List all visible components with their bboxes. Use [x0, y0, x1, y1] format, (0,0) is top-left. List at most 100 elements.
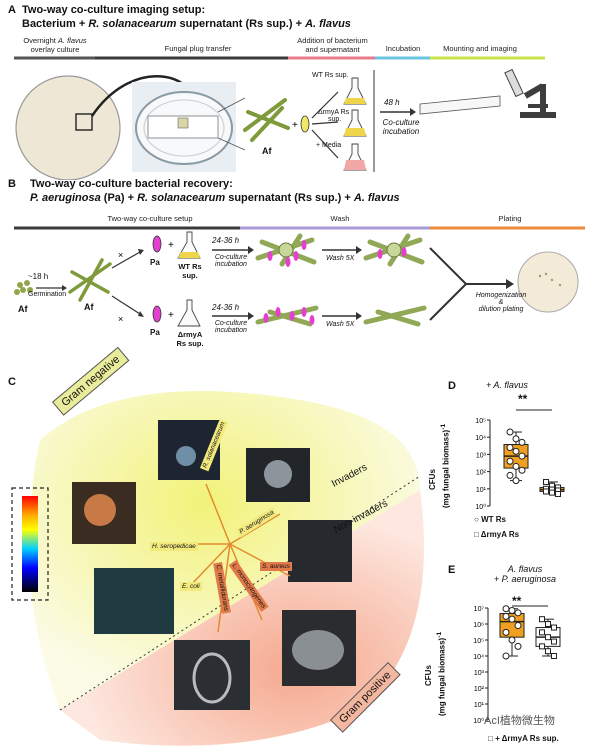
panel-e-letter: E: [448, 564, 456, 576]
panel-d-ylabel: CFUs: [428, 469, 437, 490]
micrograph-cm: [174, 640, 250, 710]
data-point: [551, 638, 557, 645]
data-point: [512, 447, 520, 455]
petri-dish-icon: [15, 75, 121, 180]
data-point: [551, 624, 557, 631]
data-point: [543, 478, 549, 485]
species-hs: H. seropedicae: [150, 542, 198, 551]
data-point: [514, 622, 522, 630]
panel-c-letter: C: [8, 376, 16, 388]
y-tick-label: 10⁷: [474, 606, 485, 613]
colonized-hyphae-icon: [255, 233, 317, 267]
flask-b-wt-icon: [177, 231, 201, 259]
surface-hyphae-washed-icon: [363, 305, 427, 327]
flask-wt-icon: [343, 77, 367, 105]
data-point: [512, 477, 520, 485]
watermark: AcI植物微生物: [484, 715, 555, 727]
invader-divider: [59, 475, 421, 711]
stage-mounting: Mounting and imaging: [443, 44, 517, 53]
y-tick-label: 10⁵: [475, 418, 486, 425]
data-point: [543, 488, 549, 495]
data-point: [518, 452, 526, 460]
svg-text:×: ×: [118, 250, 123, 260]
micrograph-ec: [94, 568, 174, 634]
legend-e-mutant: □ + ΔrmyA Rs sup.: [488, 734, 559, 743]
plug-square-icon: [75, 113, 93, 131]
homogenization-label: Homogenization&dilution plating: [475, 292, 527, 313]
species-sa: S. aureus: [260, 562, 292, 571]
data-point: [545, 621, 551, 627]
y-tick-label: 10¹: [476, 487, 487, 494]
y-tick-label: 10¹: [474, 702, 485, 709]
af-label-a: Af: [262, 146, 272, 156]
y-tick-label: 10³: [474, 670, 485, 677]
spores-icon: [14, 280, 33, 295]
y-tick-label: 10⁴: [473, 654, 484, 661]
data-point: [539, 629, 545, 636]
data-point: [514, 609, 522, 617]
slide-icon: [419, 95, 501, 115]
data-point: [508, 615, 516, 623]
pa-cell-icon: [152, 235, 162, 253]
y-tick-label: 10⁵: [473, 638, 484, 645]
data-point: [545, 648, 551, 655]
wt-rs-sup-label: WT Rs sup.: [312, 72, 349, 79]
data-point: [514, 642, 522, 650]
panel-a-title-2: Bacterium + R. solanacearum supernatant …: [22, 18, 351, 30]
data-point: [506, 428, 514, 436]
y-tick-label: 10²: [474, 686, 485, 693]
plating-dish-icon: [517, 251, 579, 313]
data-point: [508, 636, 516, 644]
panel-d-letter: D: [448, 380, 456, 392]
panel-b-letter: B: [8, 178, 16, 190]
data-point: [549, 489, 555, 496]
y-tick-label: 10²: [476, 470, 487, 477]
svg-text:+: +: [168, 310, 174, 321]
af-label-b2: Af: [84, 302, 94, 312]
svg-text:+: +: [168, 240, 174, 251]
y-tick-label: 10³: [476, 452, 487, 459]
panel-d-header: + A. flavus: [486, 380, 528, 390]
panel-a-letter: A: [8, 4, 16, 16]
species-ec: E. coli: [180, 582, 202, 591]
hyphae-icon: [243, 98, 290, 142]
pa-label-1: Pa: [150, 258, 160, 267]
data-point: [502, 652, 510, 660]
pa-label-2: Pa: [150, 328, 160, 337]
hours-18: ~18 h: [28, 272, 49, 281]
data-point: [502, 605, 510, 613]
panel-a-title-1: Two-way co-culture imaging setup:: [22, 4, 206, 16]
y-tick-label: 10⁰: [473, 717, 484, 725]
wash-2: Wash 5X: [326, 321, 355, 328]
color-scale-bar: [22, 496, 38, 592]
washed-hyphae-icon: [363, 233, 425, 267]
af-label-b1: Af: [18, 304, 28, 314]
panel-a-graphics: +: [14, 56, 556, 180]
pa-cell-icon-2: [152, 305, 162, 323]
stage-b-plating: Plating: [498, 214, 522, 223]
data-point: [518, 466, 526, 474]
stage-b-setup: Two-way co-culture setup: [107, 214, 193, 223]
panel-b-title-1: Two-way co-culture bacterial recovery:: [30, 178, 233, 190]
data-point: [545, 634, 551, 641]
data-point: [508, 606, 516, 614]
panel-e-header: A. flavus+ P. aeruginosa: [493, 564, 557, 584]
data-point: [502, 628, 510, 636]
panel-b-graphics: × × + +: [14, 226, 585, 327]
data-point: [506, 457, 514, 465]
data-point: [512, 435, 520, 443]
germination-label: Germination: [28, 291, 67, 298]
time-48h: 48 h: [384, 98, 400, 107]
data-point: [502, 612, 510, 620]
flask-b-mutant-icon: [177, 299, 201, 327]
stage-incubation: Incubation: [385, 44, 421, 53]
panel-e-sig: **: [512, 594, 522, 608]
microscope-icon: [504, 68, 556, 118]
